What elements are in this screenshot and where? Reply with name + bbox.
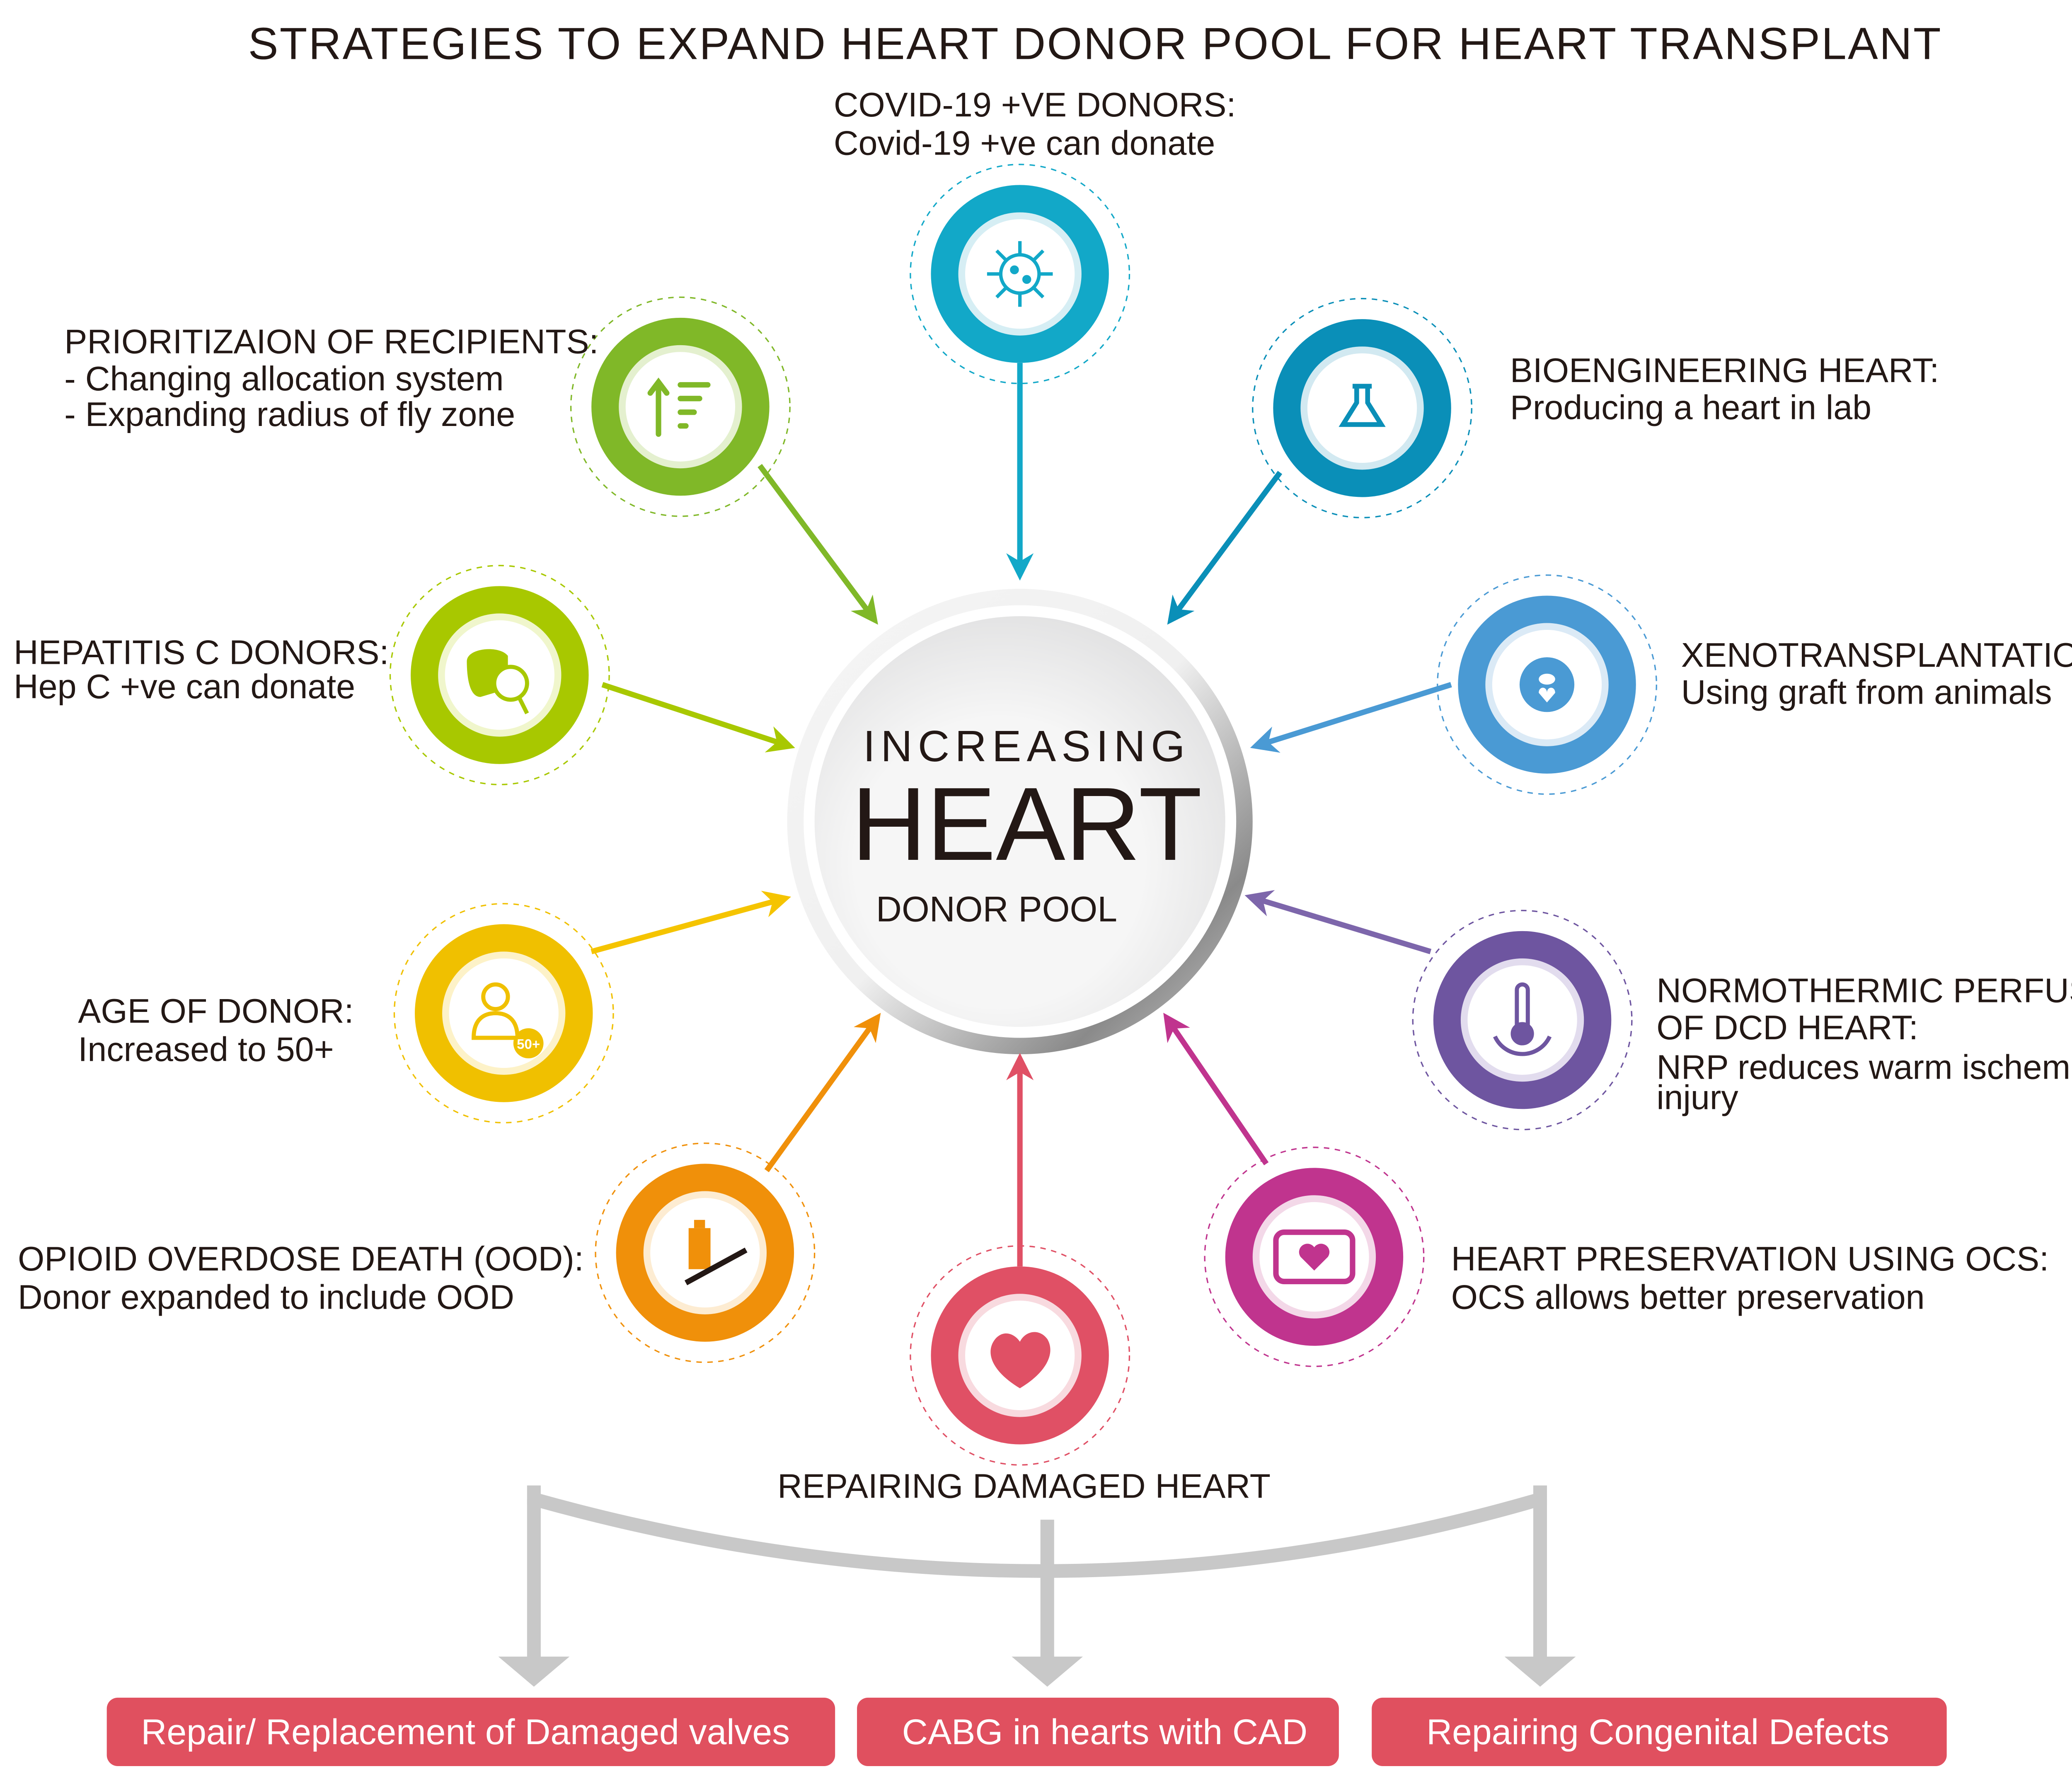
node-nrp <box>1412 910 1633 1130</box>
node-xeno <box>1437 574 1657 795</box>
node-age: 50+ <box>393 903 614 1123</box>
repair-option-label: Repairing Congenital Defects <box>1426 1712 1889 1752</box>
label-heading: HEART PRESERVATION USING OCS: <box>1451 1240 2049 1278</box>
label-age: AGE OF DONOR: Increased to 50+ <box>78 992 353 1069</box>
label-heading: HEPATITIS C DONORS: <box>14 634 389 672</box>
label-line: injury <box>1656 1078 1738 1116</box>
label-nrp: NORMOTHERMIC PERFUSION OF DCD HEART: NRP… <box>1656 972 2072 1117</box>
repair-option-label: CABG in hearts with CAD <box>902 1712 1307 1752</box>
label-heading: BIOENGINEERING HEART: <box>1510 351 1939 390</box>
label-line: OCS allows better preservation <box>1451 1278 1925 1316</box>
label-line: Hep C +ve can donate <box>14 668 355 706</box>
heart-box-icon <box>1273 1229 1356 1285</box>
node-ocs <box>1204 1147 1425 1367</box>
repair-option-cabg: CABG in hearts with CAD <box>857 1697 1339 1766</box>
sort-up-icon <box>647 378 711 437</box>
label-line: Increased to 50+ <box>78 1031 334 1069</box>
arrow-ood <box>764 1013 881 1172</box>
syringe-bottle-icon <box>684 1220 748 1285</box>
label-heading: PRIORITIZAION OF RECIPIENTS: <box>64 323 598 361</box>
arrow-nrp <box>1244 890 1432 954</box>
repair-connector-arrowheads <box>498 1656 1576 1687</box>
flask-icon <box>1339 384 1386 427</box>
node-covid <box>910 164 1130 385</box>
label-heading: NORMOTHERMIC PERFUSION <box>1656 972 2072 1010</box>
center-line3: DONOR POOL <box>876 890 1117 929</box>
age-badge: 50+ <box>517 1036 540 1052</box>
liver-magnifier-icon <box>467 649 529 714</box>
label-line: OF DCD HEART: <box>1656 1009 1918 1047</box>
arrow-age <box>591 891 791 954</box>
label-ood: OPIOID OVERDOSE DEATH (OOD): Donor expan… <box>18 1240 584 1316</box>
page-title: STRATEGIES TO EXPAND HEART DONOR POOL FO… <box>248 18 1942 69</box>
node-repair <box>910 1245 1130 1466</box>
label-covid: COVID-19 +VE DONORS: Covid-19 +ve can do… <box>834 86 1236 162</box>
person-50-icon: 50+ <box>472 982 544 1059</box>
arrows <box>591 363 1452 1267</box>
label-heading: XENOTRANSPLANTATION: <box>1681 636 2072 674</box>
repair-connector <box>527 1485 1547 1664</box>
pig-icon <box>1519 657 1575 712</box>
label-line: - Changing allocation system <box>64 360 503 398</box>
thermometer-icon <box>1493 982 1552 1056</box>
repair-option-congenital: Repairing Congenital Defects <box>1372 1697 1947 1766</box>
heart-organ-icon <box>990 1332 1051 1389</box>
label-ocs: HEART PRESERVATION USING OCS: OCS allows… <box>1451 1240 2049 1316</box>
label-line: - Expanding radius of fly zone <box>64 395 515 433</box>
arrow-ocs <box>1163 1013 1269 1166</box>
repair-option-valves: Repair/ Replacement of Damaged valves <box>107 1697 835 1766</box>
center-line2: HEART <box>851 766 1202 882</box>
label-line: Covid-19 +ve can donate <box>834 124 1215 162</box>
label-line: Producing a heart in lab <box>1510 388 1871 426</box>
center-hub: INCREASING HEART DONOR POOL <box>787 588 1253 1055</box>
node-bioengineering <box>1252 298 1472 518</box>
label-xeno: XENOTRANSPLANTATION: Using graft from an… <box>1681 636 2072 711</box>
label-line: NRP reduces warm ischemic <box>1656 1048 2072 1087</box>
label-priority: PRIORITIZAION OF RECIPIENTS: - Changing … <box>64 323 598 433</box>
label-heading: AGE OF DONOR: <box>78 992 353 1030</box>
center-line1: INCREASING <box>863 722 1191 771</box>
arrow-priority <box>758 464 878 625</box>
node-priority <box>570 296 791 517</box>
label-line: Donor expanded to include OOD <box>18 1278 514 1316</box>
arrow-xeno <box>1250 682 1452 753</box>
label-hepc: HEPATITIS C DONORS: Hep C +ve can donate <box>14 634 389 706</box>
node-hepc <box>389 565 610 785</box>
virus-icon <box>987 241 1053 307</box>
arrow-hepc <box>601 682 795 753</box>
label-bioengineering: BIOENGINEERING HEART: Producing a heart … <box>1510 351 1939 426</box>
label-heading: COVID-19 +VE DONORS: <box>834 86 1236 124</box>
label-line: Using graft from animals <box>1681 673 2052 711</box>
node-ood <box>595 1142 816 1363</box>
arrow-bioengineering <box>1167 471 1283 625</box>
label-heading: OPIOID OVERDOSE DEATH (OOD): <box>18 1240 584 1278</box>
label-repair: REPAIRING DAMAGED HEART <box>777 1467 1271 1505</box>
repair-option-label: Repair/ Replacement of Damaged valves <box>141 1712 790 1752</box>
